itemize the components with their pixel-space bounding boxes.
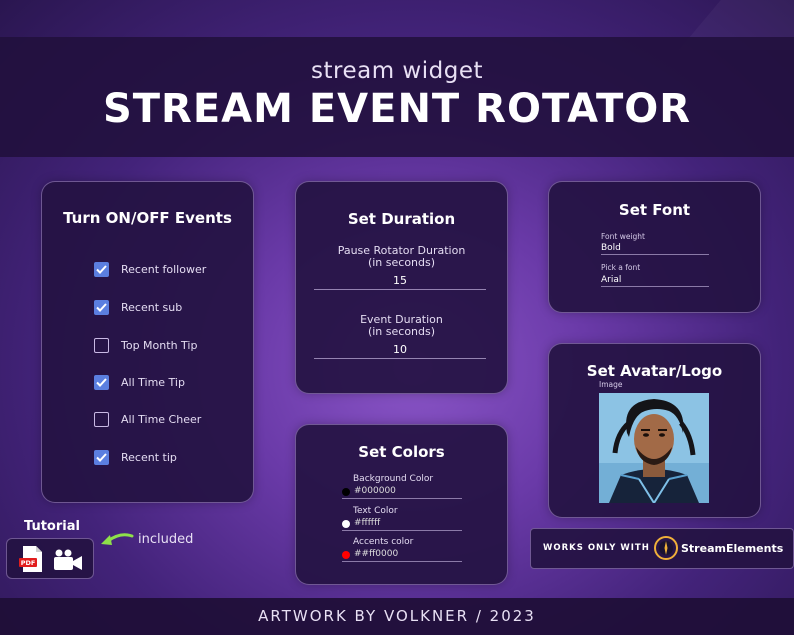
pause-duration-unit: (in seconds)	[367, 256, 436, 269]
checkbox-checked[interactable]	[94, 374, 109, 390]
header-band	[0, 37, 794, 157]
pause-duration-underline	[314, 289, 486, 290]
font-pick-input[interactable]: Arial	[601, 275, 622, 285]
check-icon	[96, 302, 107, 312]
arrow-left-icon	[101, 533, 134, 545]
footer-credit: ARTWORK BY VOLKNER / 2023	[258, 607, 536, 625]
footer-band	[0, 598, 794, 635]
streamelements-badge: WORKS ONLY WITH StreamElements	[530, 528, 794, 569]
avatar-image-label: Image	[599, 380, 623, 389]
check-icon	[96, 264, 107, 274]
event-toggle-row[interactable]: Top Month Tip	[94, 336, 197, 354]
avatar-card-title: Set Avatar/Logo	[586, 362, 723, 380]
event-label: Recent follower	[121, 262, 207, 276]
event-toggle-row[interactable]: Recent sub	[94, 298, 182, 316]
font-card: Set Font Font weight Bold Pick a font Ar…	[548, 181, 761, 313]
event-duration-unit: (in seconds)	[367, 325, 436, 338]
event-label: All Time Tip	[121, 375, 185, 389]
checkbox-unchecked[interactable]	[94, 411, 109, 427]
avatar-portrait-icon	[599, 393, 709, 503]
pause-duration-label: Pause Rotator Duration	[337, 244, 466, 257]
checkbox-checked[interactable]	[94, 299, 109, 315]
events-card-title: Turn ON/OFF Events	[63, 209, 232, 227]
event-label: Recent tip	[121, 450, 177, 464]
color-swatch[interactable]	[342, 488, 350, 496]
avatar-image[interactable]	[599, 393, 709, 503]
font-pick-label: Pick a font	[601, 263, 641, 272]
color-field-underline	[342, 530, 462, 531]
color-swatch[interactable]	[342, 551, 350, 559]
avatar-card: Set Avatar/Logo Image	[548, 343, 761, 518]
pdf-file-icon: PDF	[19, 546, 42, 572]
works-only-label: WORKS ONLY WITH	[543, 543, 650, 553]
color-field-underline	[342, 498, 462, 499]
page-title: STREAM EVENT ROTATOR	[102, 86, 692, 132]
event-toggle-row[interactable]: Recent follower	[94, 260, 206, 278]
tutorial-box[interactable]: PDF	[6, 538, 94, 579]
event-toggle-row[interactable]: Recent tip	[94, 448, 177, 466]
streamelements-brand: StreamElements	[681, 542, 784, 555]
pdf-badge-text: PDF	[21, 559, 36, 567]
color-value-input[interactable]: ##ff0000	[354, 549, 399, 559]
event-toggle-row[interactable]: All Time Tip	[94, 373, 185, 391]
included-label: included	[138, 532, 194, 547]
tutorial-title: Tutorial	[24, 519, 80, 534]
event-duration-label: Event Duration	[360, 313, 443, 326]
checkbox-unchecked[interactable]	[94, 337, 109, 353]
colors-card-title: Set Colors	[358, 443, 445, 461]
check-icon	[96, 377, 107, 387]
font-weight-input[interactable]: Bold	[601, 243, 621, 253]
color-field-label: Background Color	[353, 474, 434, 484]
color-field-label: Accents color	[353, 537, 414, 547]
font-pick-underline	[601, 286, 709, 287]
streamelements-logo-icon	[654, 536, 678, 560]
color-swatch[interactable]	[342, 520, 350, 528]
event-label: All Time Cheer	[121, 412, 202, 426]
video-camera-icon	[54, 549, 82, 570]
font-weight-underline	[601, 254, 709, 255]
event-label: Recent sub	[121, 300, 183, 314]
event-label: Top Month Tip	[121, 338, 198, 352]
pause-duration-input[interactable]: 15	[393, 274, 407, 287]
color-value-input[interactable]: #ffffff	[354, 518, 381, 528]
color-field-underline	[342, 561, 462, 562]
font-card-title: Set Font	[618, 201, 691, 219]
duration-card: Set Duration Pause Rotator Duration (in …	[295, 181, 508, 394]
event-toggle-row[interactable]: All Time Cheer	[94, 410, 201, 428]
check-icon	[96, 452, 107, 462]
duration-card-title: Set Duration	[347, 210, 456, 228]
checkbox-checked[interactable]	[94, 449, 109, 465]
event-duration-input[interactable]: 10	[393, 343, 407, 356]
font-weight-label: Font weight	[601, 232, 646, 241]
color-field-label: Text Color	[353, 506, 398, 516]
checkbox-checked[interactable]	[94, 261, 109, 277]
page-subtitle: stream widget	[311, 58, 483, 84]
color-value-input[interactable]: #000000	[354, 486, 396, 496]
event-duration-underline	[314, 358, 486, 359]
